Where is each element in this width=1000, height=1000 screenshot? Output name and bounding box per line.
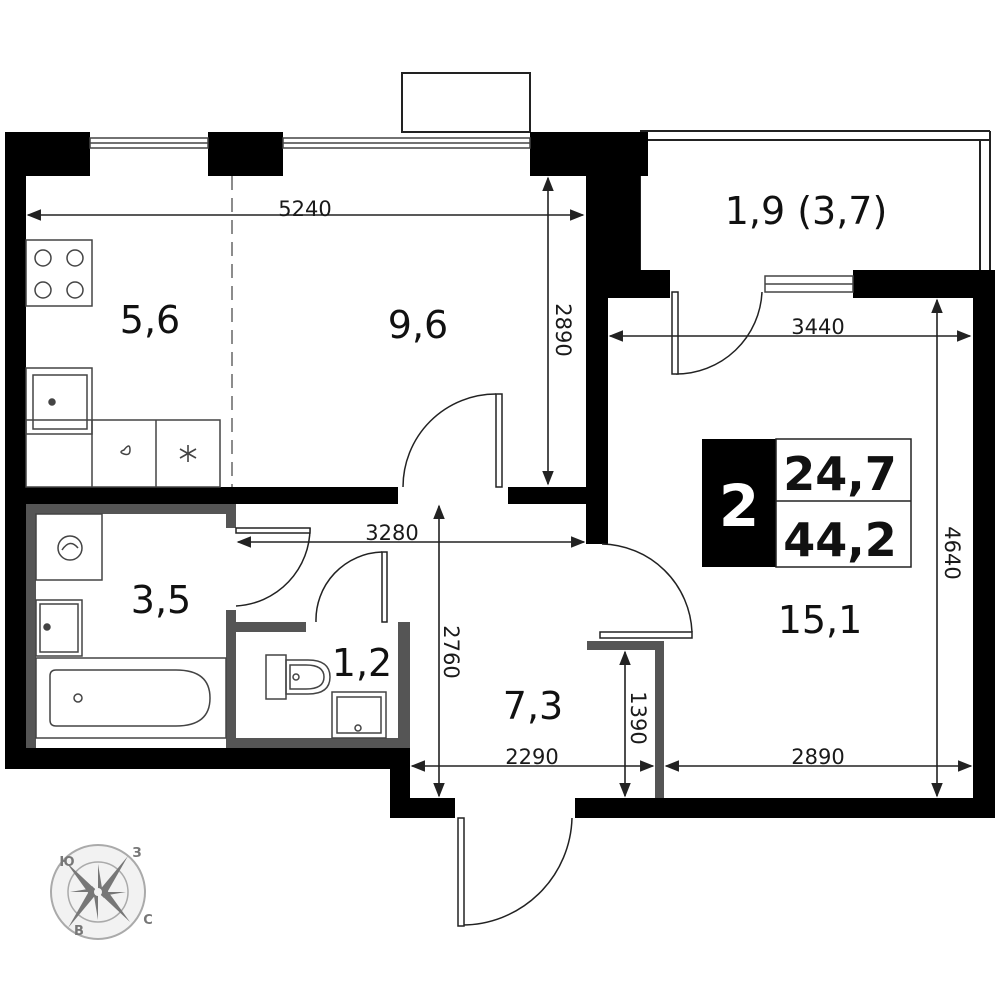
vent-shaft xyxy=(401,72,531,133)
stove-icon xyxy=(25,239,93,307)
walls xyxy=(5,132,995,818)
dim-closet-depth: 1390 xyxy=(626,691,650,744)
area-badge: 2 24,7 44,2 xyxy=(702,438,912,568)
kitchen-sink-icon xyxy=(25,367,93,435)
dim-bedroom-width: 3440 xyxy=(791,315,844,339)
area-kitchen: 5,6 xyxy=(120,298,180,342)
partitions xyxy=(26,504,664,798)
area-balcony: 1,9 (3,7) xyxy=(725,189,888,233)
area-toilet: 1,2 xyxy=(332,641,392,685)
bathroom-fixtures xyxy=(35,513,227,739)
living-area: 24,7 xyxy=(783,447,897,501)
dim-hall-width: 3280 xyxy=(365,521,418,545)
dimension-lines xyxy=(26,176,973,798)
compass-west: З xyxy=(132,846,141,861)
dim-bedroom-bottom-width: 2890 xyxy=(791,745,844,769)
compass-icon: З Ю В С xyxy=(50,844,153,940)
dim-hall-depth: 2760 xyxy=(439,625,463,678)
room-labels: 5,6 9,6 3,5 1,2 7,3 15,1 1,9 (3,7) xyxy=(120,189,888,728)
dim-kitchen-living-depth: 2890 xyxy=(551,303,575,356)
compass-north: С xyxy=(143,913,153,928)
washing-machine-icon xyxy=(35,513,103,581)
area-living: 9,6 xyxy=(388,303,448,347)
counter-cabinet xyxy=(25,419,221,488)
dimension-labels: 5240 2890 3440 4640 3280 2760 2290 1390 … xyxy=(270,196,964,769)
compass-south: Ю xyxy=(59,855,74,870)
bathroom-sink-icon xyxy=(35,599,83,657)
kitchen-fixtures xyxy=(25,239,221,488)
area-bedroom: 15,1 xyxy=(778,598,863,642)
dim-bedroom-depth: 4640 xyxy=(940,526,964,579)
rooms-count: 2 xyxy=(719,472,759,540)
freezer-icon xyxy=(179,445,197,462)
dim-hall-bottom-width: 2290 xyxy=(505,745,558,769)
bathtub-icon xyxy=(35,657,227,739)
doors xyxy=(235,291,763,927)
toilet-sink-icon xyxy=(331,691,387,739)
windows xyxy=(89,137,854,293)
compass-east: В xyxy=(74,924,84,939)
area-bathroom: 3,5 xyxy=(131,578,191,622)
toilet-icon xyxy=(265,654,287,700)
dim-kitchen-living-width: 5240 xyxy=(278,197,331,221)
dishwasher-icon xyxy=(120,445,131,456)
total-area: 44,2 xyxy=(783,513,897,567)
toilet-fixtures xyxy=(265,654,387,739)
area-hall: 7,3 xyxy=(503,684,563,728)
